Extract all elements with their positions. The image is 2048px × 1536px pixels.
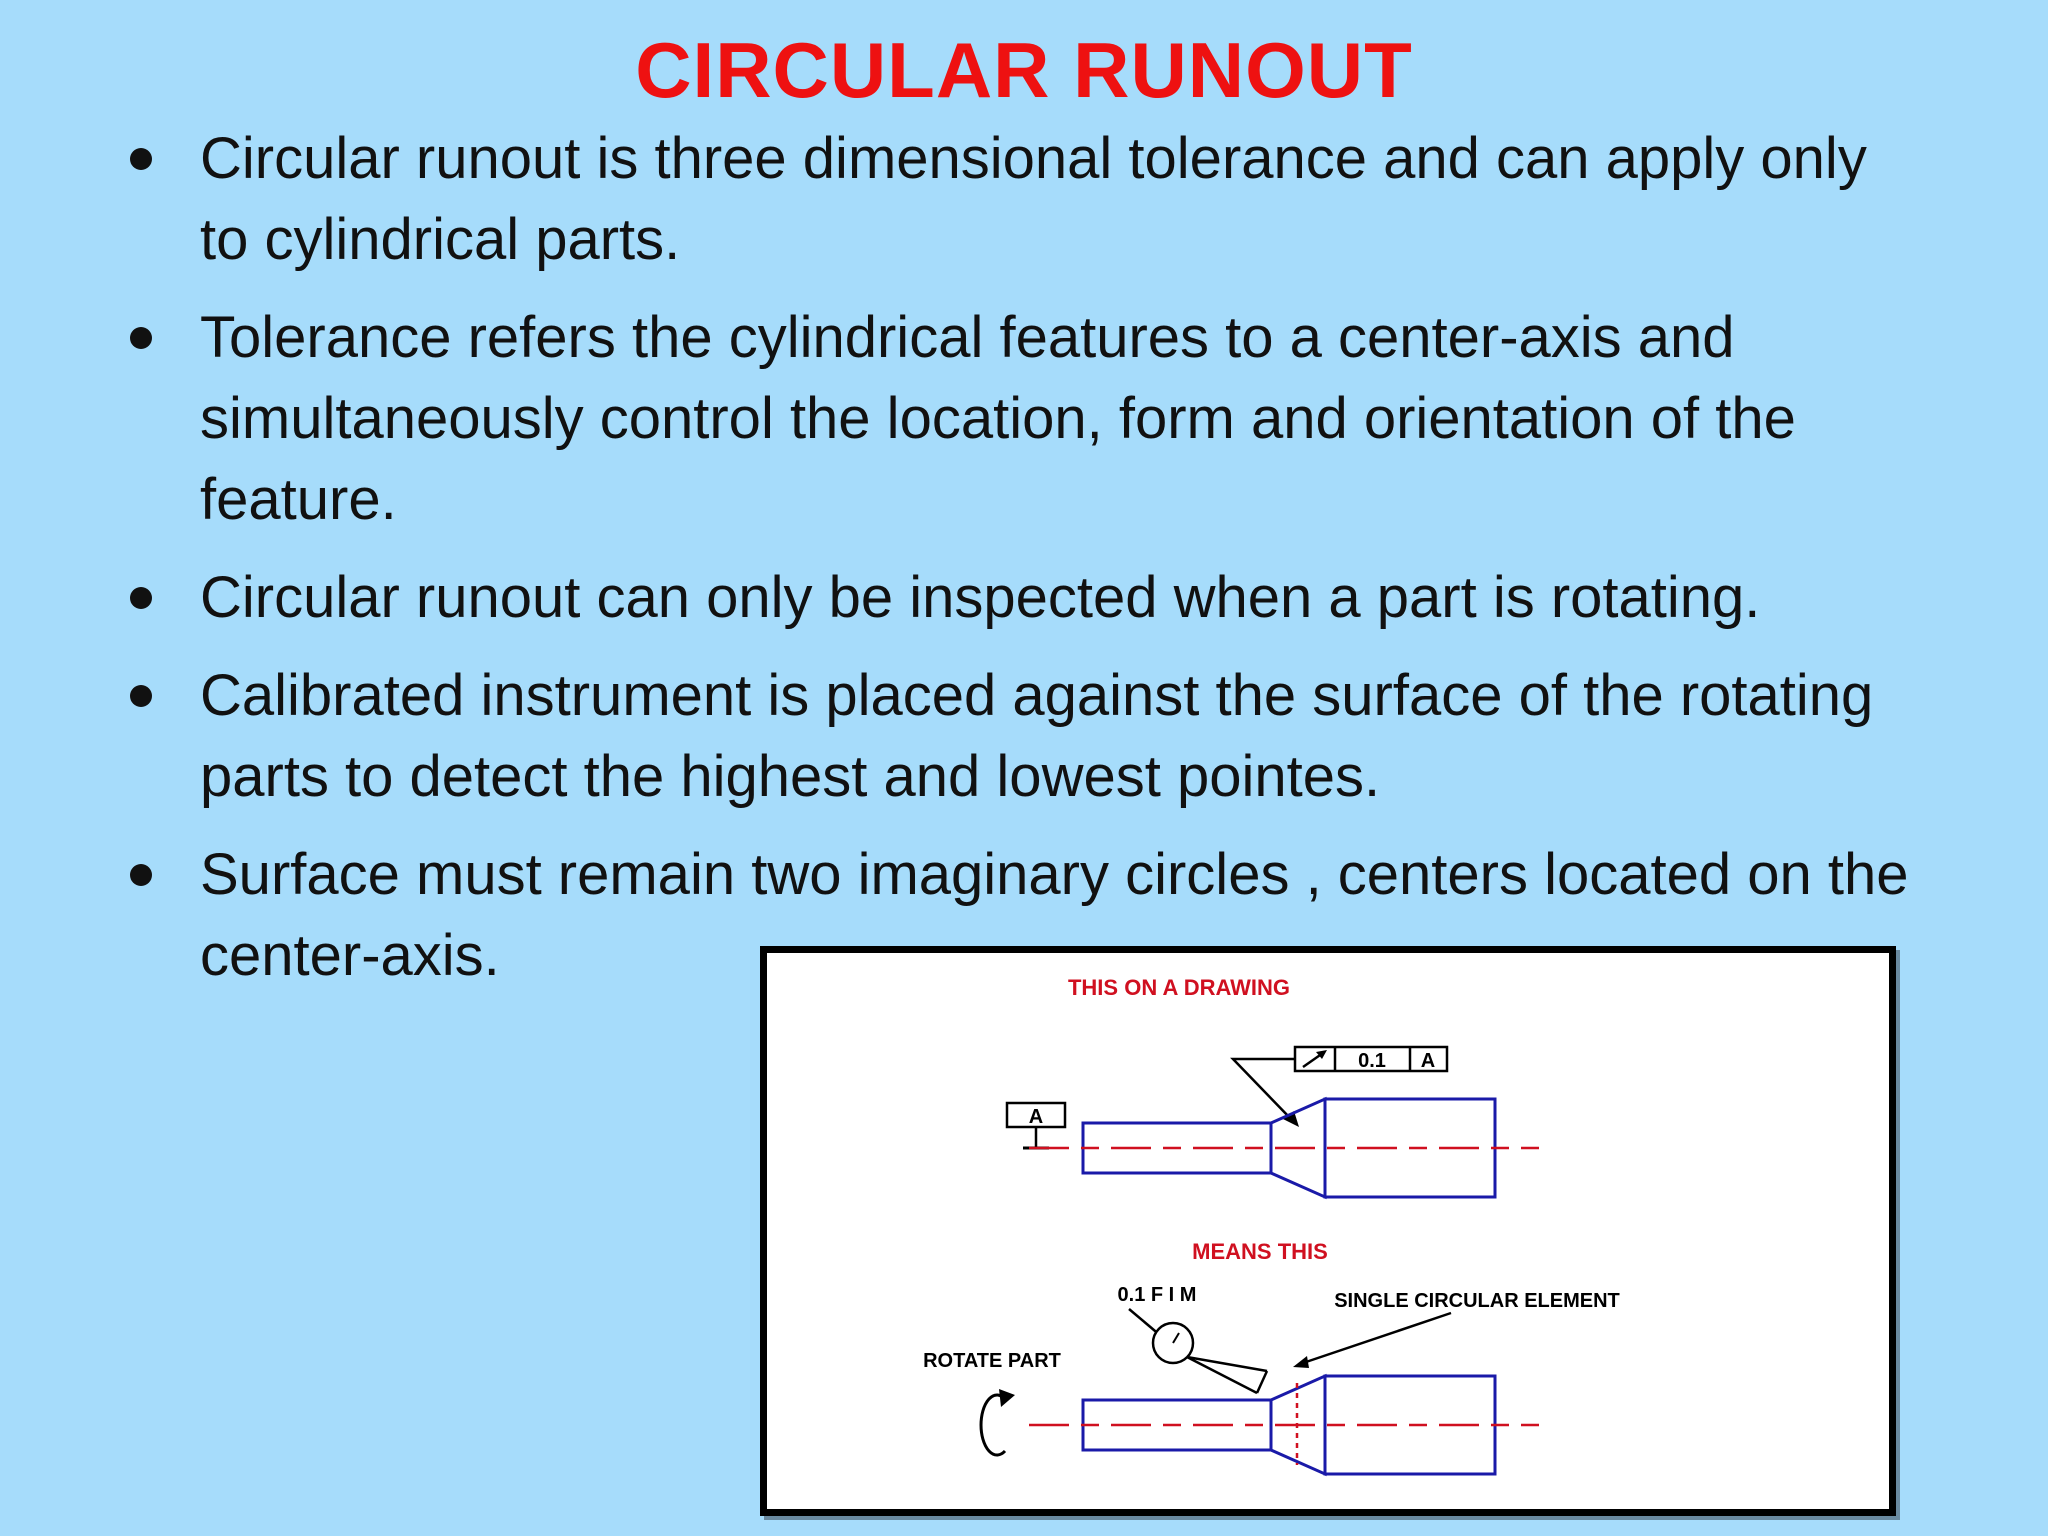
bullet-text: Calibrated instrument is placed against … — [200, 663, 1874, 809]
rotate-arrow-icon — [979, 1389, 1015, 1457]
bullet-dot-icon — [130, 148, 152, 170]
bullet-text: Tolerance refers the cylindrical feature… — [200, 305, 1796, 532]
bullet-dot-icon — [130, 587, 152, 609]
fim-label: 0.1 F I M — [1118, 1284, 1197, 1306]
bullet-dot-icon — [130, 864, 152, 886]
bullet-item: Circular runout can only be inspected wh… — [120, 557, 1920, 638]
fcf-tolerance: 0.1 — [1358, 1050, 1386, 1072]
datum-symbol: A — [1005, 1101, 1067, 1150]
feature-control-frame: 0.1 A — [1230, 1045, 1449, 1127]
caption-top: THIS ON A DRAWING — [1068, 975, 1290, 1000]
datum-label: A — [1029, 1106, 1043, 1128]
bullet-item: Tolerance refers the cylindrical feature… — [120, 297, 1920, 540]
caption-bottom: MEANS THIS — [1192, 1239, 1328, 1264]
bullet-dot-icon — [130, 685, 152, 707]
bullet-text: Circular runout can only be inspected wh… — [200, 565, 1761, 630]
bullet-list: Circular runout is three dimensional tol… — [120, 118, 1920, 1013]
bullet-item: Calibrated instrument is placed against … — [120, 655, 1920, 817]
bullet-item: Circular runout is three dimensional tol… — [120, 118, 1920, 280]
slide-title: CIRCULAR RUNOUT — [635, 26, 1413, 114]
rotate-label: ROTATE PART — [923, 1350, 1061, 1372]
runout-arrow-icon — [1302, 1050, 1327, 1069]
bullet-item: Surface must remain two imaginary circle… — [120, 834, 1920, 996]
bullet-text: Surface must remain two imaginary circle… — [200, 842, 1909, 988]
runout-diagram: THIS ON A DRAWING 0.1 A A — [760, 946, 1896, 1516]
element-label: SINGLE CIRCULAR ELEMENT — [1334, 1290, 1620, 1312]
bullet-text: Circular runout is three dimensional tol… — [200, 126, 1867, 272]
dial-indicator-icon — [1128, 1308, 1269, 1395]
bullet-dot-icon — [130, 327, 152, 349]
runout-drawing: THIS ON A DRAWING 0.1 A A — [923, 975, 1620, 1477]
fcf-datum: A — [1421, 1050, 1435, 1072]
